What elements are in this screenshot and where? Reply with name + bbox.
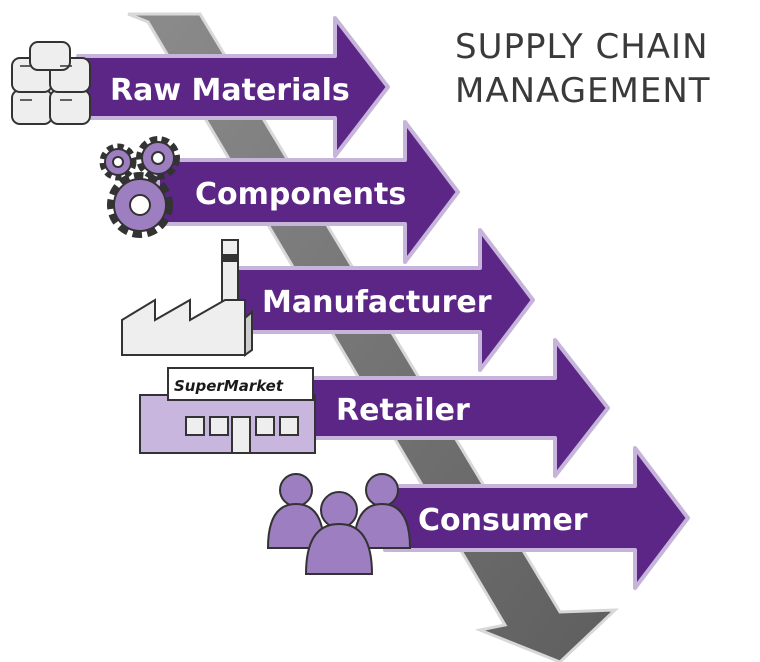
people-icon <box>266 473 412 575</box>
store-icon: SuperMarket <box>139 367 316 454</box>
step-label-retailer: Retailer <box>336 393 470 428</box>
step-arrow-consumer <box>383 446 690 590</box>
step-arrow-raw-materials <box>76 16 390 158</box>
store-sign-text: SuperMarket <box>174 377 284 395</box>
step-components: Components <box>99 120 460 264</box>
step-label-components: Components <box>195 177 406 212</box>
gears-icon <box>99 136 180 238</box>
step-label-raw-materials: Raw Materials <box>110 73 350 108</box>
step-consumer: Consumer <box>266 446 690 590</box>
step-arrow-components <box>156 120 460 264</box>
step-label-manufacturer: Manufacturer <box>262 285 492 320</box>
bales-icon <box>11 41 91 125</box>
step-label-consumer: Consumer <box>418 503 588 538</box>
step-manufacturer: Manufacturer <box>121 228 535 372</box>
step-arrow-manufacturer <box>230 228 535 372</box>
title-line-1: SUPPLY CHAIN <box>455 27 709 67</box>
factory-icon <box>121 239 253 357</box>
step-arrow-retailer <box>300 338 610 478</box>
step-retailer: Retailer SuperMarket <box>139 338 610 478</box>
step-raw-materials: Raw Materials <box>11 16 390 158</box>
diagram-title: SUPPLY CHAIN MANAGEMENT <box>455 27 711 111</box>
title-line-2: MANAGEMENT <box>455 71 711 111</box>
